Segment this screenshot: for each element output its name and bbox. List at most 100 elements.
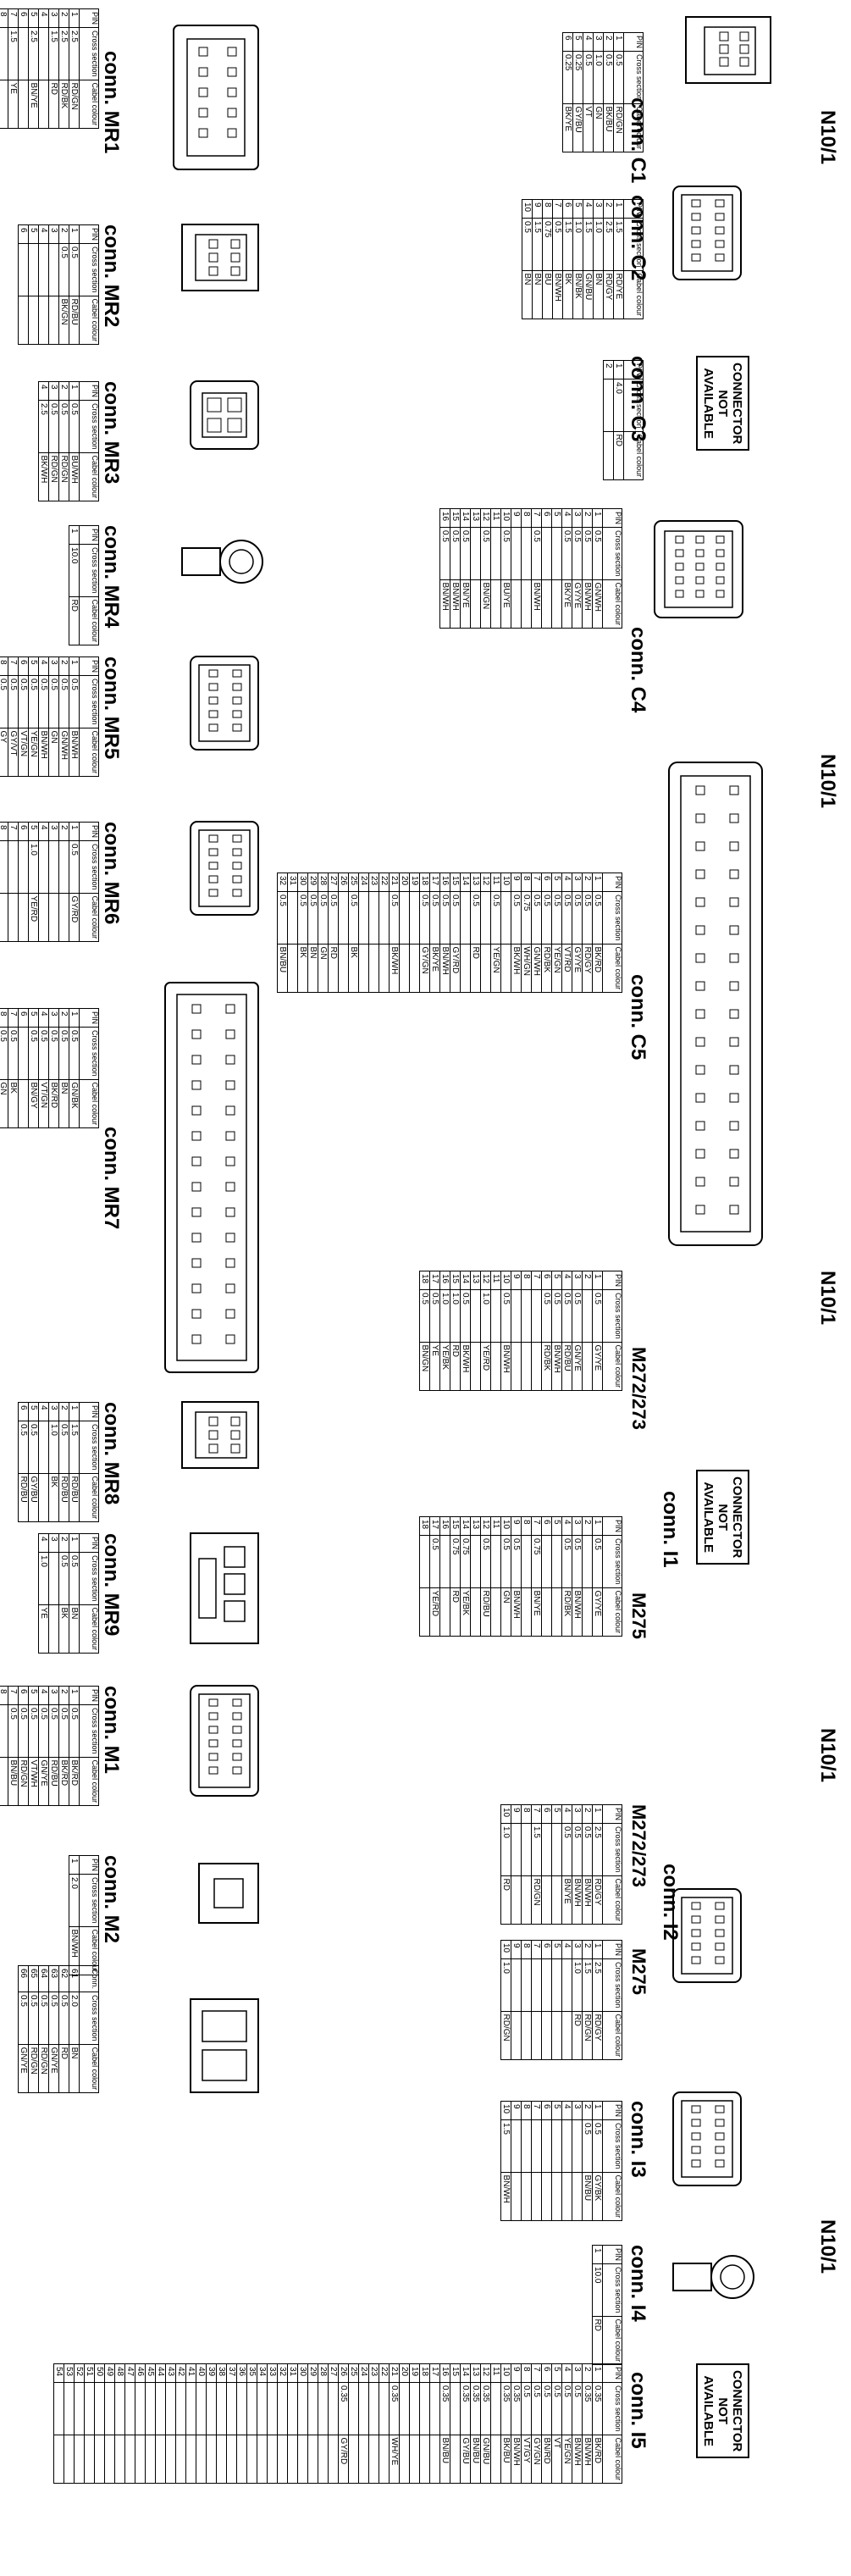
pin-number: 64 [38,1965,49,1992]
cable-colour: BN/WH [511,1587,522,1637]
pin-table-header-cell: Cross section [602,2119,622,2173]
cross-section [572,2119,583,2173]
connector-i3-drawing [672,2091,742,2186]
pin-cavity [729,1037,739,1047]
pin-number: 14 [460,1516,471,1536]
cable-colour: BN/WH [572,2435,583,2484]
pin-number: 1 [592,2363,603,2383]
cable-colour [511,1342,522,1391]
pin-table-header-cell: Cabel colour [602,2435,622,2484]
cable-colour [18,80,29,129]
cable-colour [124,2435,135,2484]
pin-number: 1 [69,656,80,676]
pin-number: 13 [470,1516,481,1536]
cable-colour [490,579,501,629]
cross-section: 0.5 [592,1535,603,1588]
cross-section [124,2382,135,2435]
pin-table-row: 23 [368,873,379,993]
cable-colour [490,1587,501,1637]
cross-section: 2.5 [592,1958,603,2012]
connector-i5-title: conn. I5 [627,2372,649,2449]
pin-number: 3 [48,656,59,676]
cross-section: 0.5 [541,891,552,945]
cross-section [551,1535,562,1588]
pin-number: 17 [429,873,440,892]
pin-table-header-cell: Cabel colour [79,452,99,501]
cross-section [470,1535,481,1588]
cable-colour: YE [38,1604,49,1654]
cable-colour: RD [69,596,80,645]
cable-colour [582,1587,593,1637]
pin-cavity [729,1205,739,1215]
pin-number: 3 [48,1402,59,1421]
pin-number: 2 [582,2101,593,2120]
pin-number: 3 [593,32,604,52]
cross-section: 0.5 [500,1535,511,1588]
cross-section [18,1027,29,1080]
pin-number: 2 [58,8,69,28]
cross-section: 0.5 [572,891,583,945]
pin-table-header-cell: PIN [623,360,644,379]
cable-colour [94,2435,105,2484]
connector-i2-drawing [672,1888,742,1983]
pin-table-header-cell: Cross section [602,1535,622,1588]
pin-table-header-cell: PIN [79,1533,99,1553]
cross-section: 0.5 [28,1992,39,2045]
connector-i3-title: conn. I3 [627,2101,649,2178]
pin-table-header-cell: PIN [602,508,622,528]
pin-table-row: 48 [114,2363,125,2484]
pin-number: 43 [165,2363,176,2383]
cable-colour: RD [572,2011,583,2060]
cable-colour [28,296,39,345]
cable-colour: GY/BU [28,1473,39,1522]
pin-number: 17 [429,1516,440,1536]
pin-table-row: 13 [470,1271,481,1391]
cross-section [236,2382,247,2435]
cable-colour [338,944,349,993]
connector-m1-drawing [190,1685,259,1797]
pin-cavity [225,1004,235,1014]
pin-cavity [695,953,705,963]
cable-colour: GY/RD [338,2435,349,2484]
cable-colour [582,1342,593,1391]
connector-mr8-drawing [181,1401,259,1469]
cross-section: 0.5 [348,891,359,945]
pin-cavity [695,1009,705,1019]
pin-table-row: 17 [429,2363,440,2484]
cross-section: 0.5 [18,1704,29,1758]
cross-section [135,2382,146,2435]
cable-colour: RD/BK [561,1587,572,1637]
cable-colour: BN/GY [28,1079,39,1128]
cable-colour: BN/BU [277,944,288,993]
cross-section [561,1958,572,2012]
cross-section [561,2119,572,2173]
pin-cavity [729,1149,739,1159]
cross-section [541,1823,552,1876]
pin-number: 65 [28,1965,39,1992]
cable-colour [196,2435,207,2484]
pin-table-row: 4 [38,8,49,129]
cross-section: 0.5 [572,1535,583,1588]
pin-number: 1 [613,32,624,52]
cable-colour [0,1757,8,1806]
pin-number: 8 [521,1271,532,1290]
cable-colour: GY/RD [69,893,80,942]
cross-section: 2.5 [592,1823,603,1876]
connector-m2-drawing [198,1863,259,1924]
cross-section: 10.0 [592,2263,603,2317]
cable-colour: BN [522,270,533,319]
